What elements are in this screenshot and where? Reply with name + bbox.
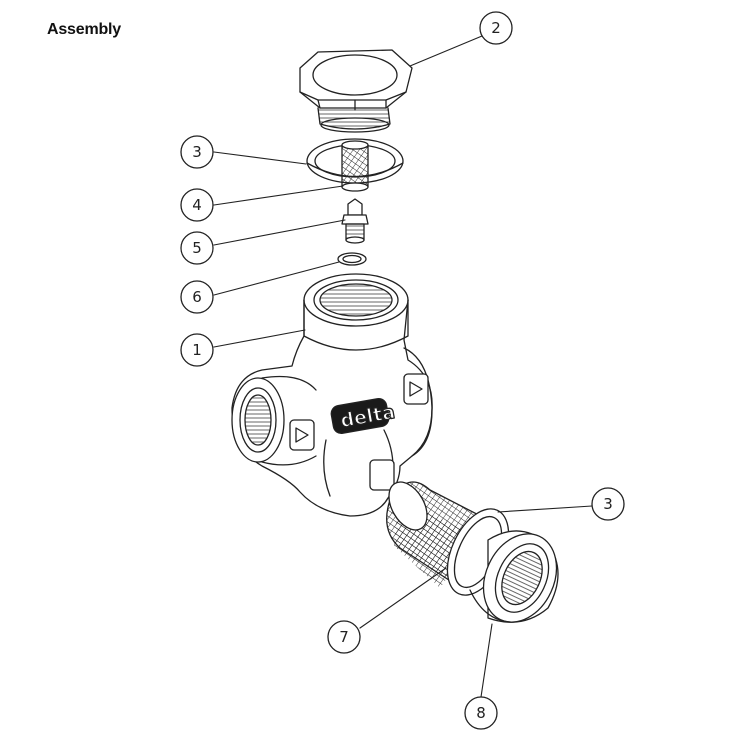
callouts: 2 3 4 5 6 1 3 7 8	[180, 11, 625, 730]
svg-text:4: 4	[192, 196, 202, 214]
valve-body-icon: delta	[231, 273, 433, 517]
callout-8: 8	[464, 696, 498, 730]
svg-text:3: 3	[603, 495, 613, 513]
svg-text:8: 8	[476, 704, 486, 722]
page-title: Assembly	[47, 21, 121, 38]
leader-line	[213, 151, 307, 165]
leader-line	[213, 185, 344, 206]
callout-6: 6	[180, 280, 214, 314]
hex-cap-icon	[299, 49, 413, 133]
svg-text:3: 3	[192, 143, 202, 161]
callout-3-lower: 3	[591, 487, 625, 521]
svg-text:7: 7	[339, 628, 349, 646]
callout-7: 7	[327, 620, 361, 654]
callout-4: 4	[180, 188, 214, 222]
union-end-icon	[469, 530, 559, 623]
callout-2: 2	[479, 11, 513, 45]
svg-text:1: 1	[192, 341, 202, 359]
callout-3-top: 3	[180, 135, 214, 169]
leader-line	[359, 567, 447, 629]
leader-lines	[213, 35, 593, 698]
plug-icon	[341, 198, 369, 244]
callout-5: 5	[180, 231, 214, 265]
leader-line	[213, 329, 306, 348]
washer-icon	[337, 252, 367, 266]
screen-filter-icon	[341, 140, 369, 192]
leader-line	[480, 623, 493, 698]
leader-line	[409, 35, 483, 67]
svg-text:5: 5	[192, 239, 202, 257]
leader-line	[213, 261, 340, 296]
leader-line	[497, 505, 593, 513]
leader-line	[213, 219, 346, 246]
svg-text:2: 2	[491, 19, 501, 37]
callout-1: 1	[180, 333, 214, 367]
svg-text:6: 6	[192, 288, 202, 306]
